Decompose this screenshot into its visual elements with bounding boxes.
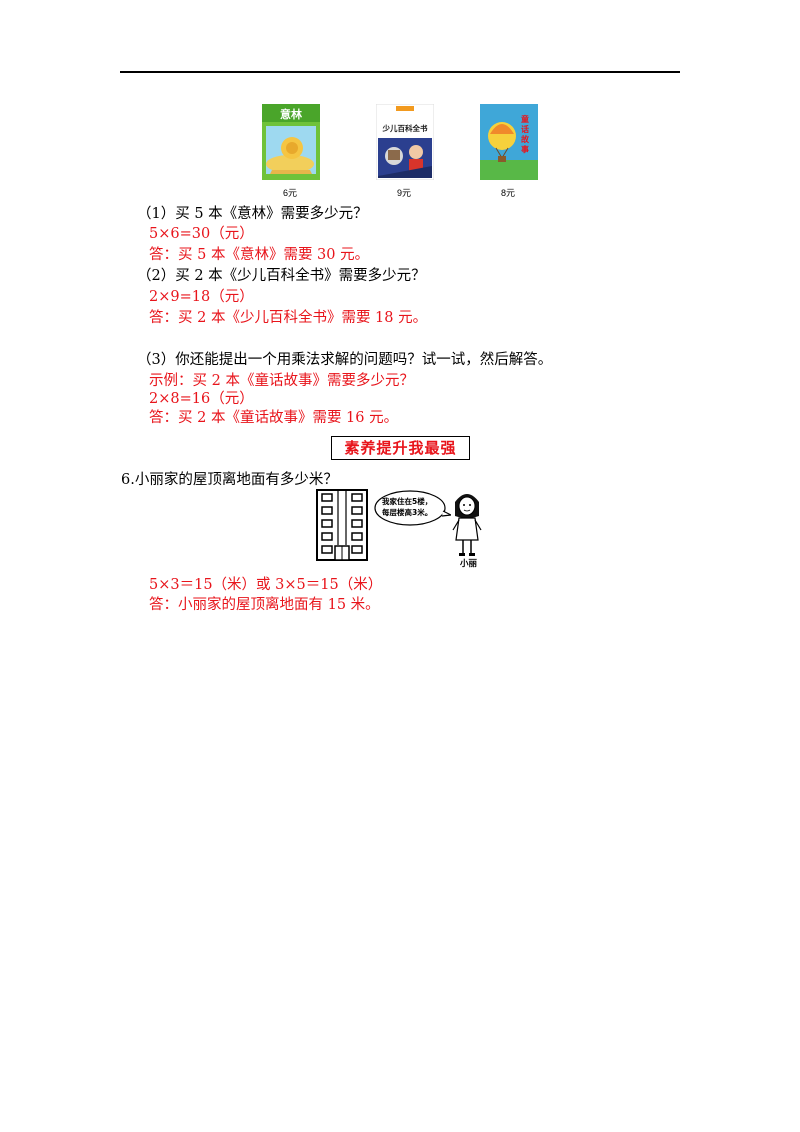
q1-answer: 答：买 5 本《意林》需要 30 元。 [149,247,370,263]
q1-calc: 5×6=30（元） [149,226,254,242]
girl-name-label: 小丽 [460,559,478,569]
book1-price: 6元 [282,188,297,198]
q2-answer: 答：买 2 本《少儿百科全书》需要 18 元。 [149,310,428,326]
q2-calc: 2×9=18（元） [149,289,254,305]
section-banner: 素养提升我最强 [331,436,470,460]
book3-title-4: 事 [521,144,529,154]
q6-question: 6.小丽家的屋顶离地面有多少米？ [121,472,338,488]
girl-illustration [447,488,487,560]
book3-title-1: 童 [521,114,529,124]
q6-calc: 5×3＝15（米）或 3×5＝15（米） [149,577,383,593]
q3-question: （3）你还能提出一个用乘法求解的问题吗？试一试，然后解答。 [137,352,553,368]
speech-bubble: 我家住在5楼， 每层楼高3米。 [373,489,451,527]
book3-title-3: 故 [521,134,530,144]
book1-title: 意林 [280,107,302,121]
q2-question: （2）买 2 本《少儿百科全书》需要多少元？ [137,268,426,284]
q3-example: 示例：买 2 本《童话故事》需要多少元？ [149,373,414,389]
building-illustration [316,489,368,561]
book3-price: 8元 [500,188,515,198]
speech-line-2: 每层楼高3米。 [382,508,433,517]
book2-price: 9元 [396,188,411,198]
speech-line-1: 我家住在5楼， [382,497,433,506]
q3-calc: 2×8=16（元） [149,391,254,407]
book-cover-encyclopedia: 少儿百科全书 [376,104,434,180]
q1-question: （1）买 5 本《意林》需要多少元？ [137,206,368,222]
book2-title: 少儿百科全书 [382,123,428,133]
book3-title-2: 话 [521,124,529,134]
book-cover-fairy-tales: 童 话 故 事 [480,104,538,180]
q6-answer: 答：小丽家的屋顶离地面有 15 米。 [149,597,380,613]
q3-answer: 答：买 2 本《童话故事》需要 16 元。 [149,410,399,426]
header-rule [120,71,680,73]
book-cover-yilin: 意林 [262,104,320,180]
